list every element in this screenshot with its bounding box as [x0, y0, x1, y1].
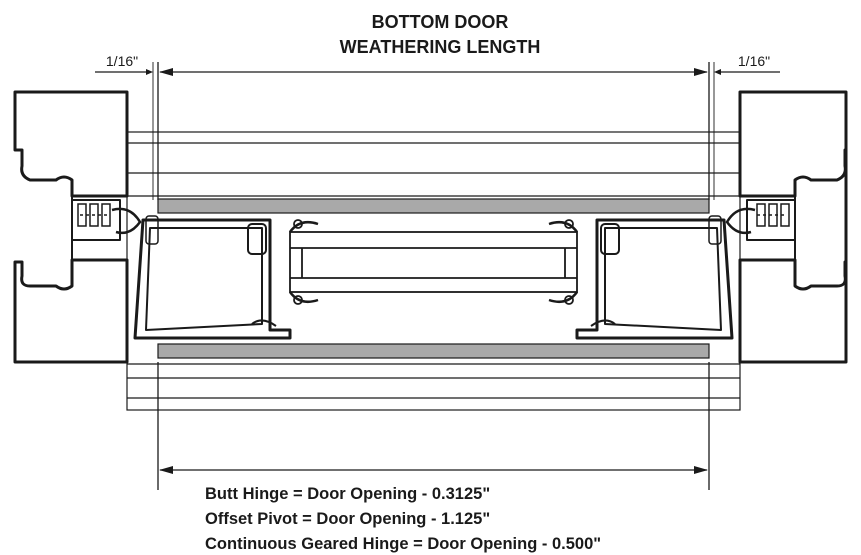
sill-outline	[126, 131, 741, 411]
formula-butt-hinge: Butt Hinge = Door Opening - 0.3125"	[205, 485, 490, 503]
title-line-1: BOTTOM DOOR	[372, 12, 509, 32]
center-insert	[288, 219, 579, 305]
left-gap-label: 1/16"	[106, 53, 138, 69]
formula-offset-pivot: Offset Pivot = Door Opening - 1.125"	[205, 510, 490, 528]
right-gap-label: 1/16"	[738, 53, 770, 69]
sill-profile	[126, 131, 741, 411]
door-rail-right	[575, 218, 734, 340]
top-dimension	[95, 62, 780, 200]
formula-continuous-geared-hinge: Continuous Geared Hinge = Door Opening -…	[205, 535, 601, 553]
bottom-dimension	[157, 362, 710, 490]
bottom-weatherstrip	[157, 343, 710, 359]
right-jamb-profile	[738, 90, 848, 364]
door-rail-left	[133, 218, 292, 340]
title-line-2: WEATHERING LENGTH	[340, 37, 541, 57]
left-jamb-profile	[13, 90, 129, 364]
rail-fasteners	[145, 215, 722, 245]
top-weatherstrip	[157, 198, 710, 214]
left-seal-block	[77, 203, 142, 235]
right-seal-block	[725, 203, 790, 235]
